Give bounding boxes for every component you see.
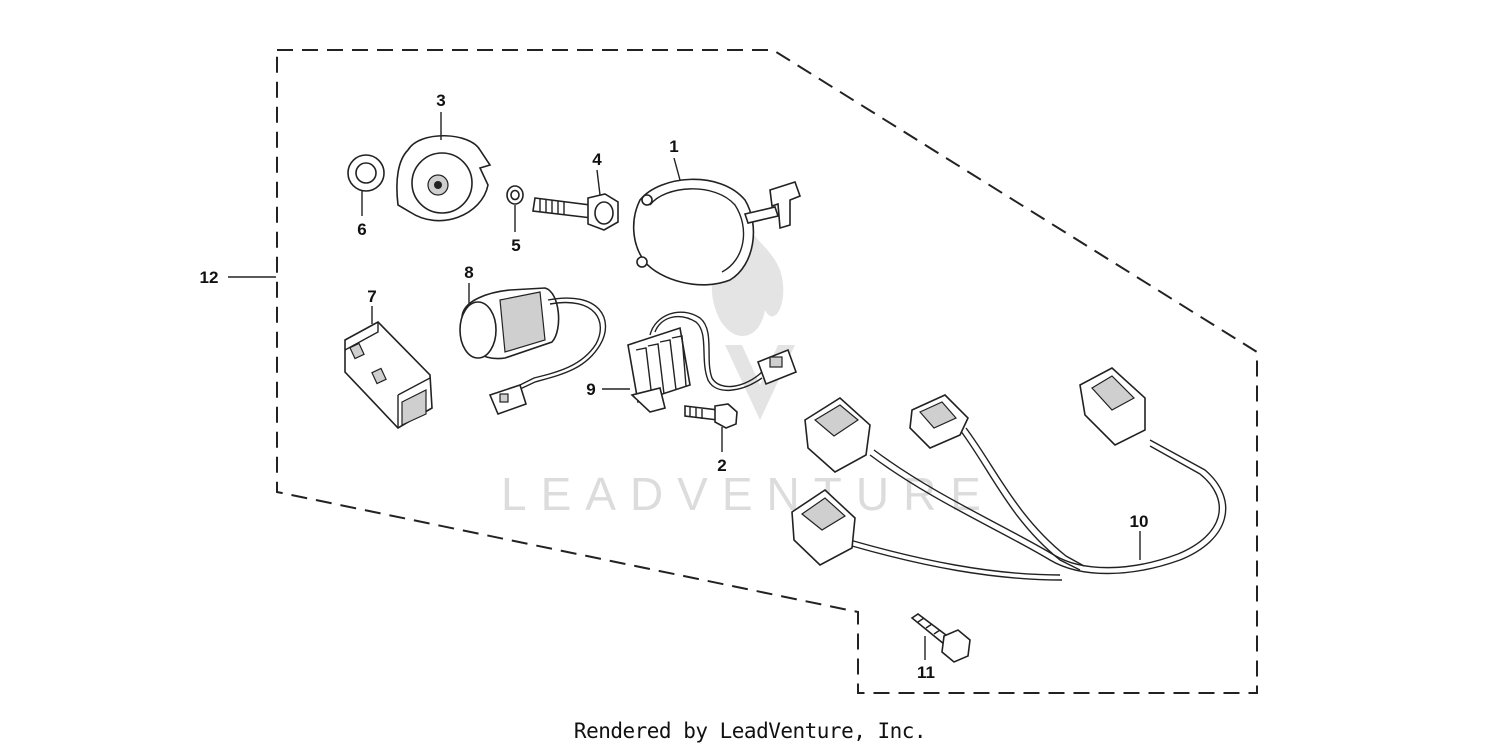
callout-2: 2 xyxy=(717,456,726,475)
watermark-text: LEADVENTURE xyxy=(501,468,995,520)
callout-10: 10 xyxy=(1130,512,1149,531)
callout-6: 6 xyxy=(357,220,366,239)
callout-4: 4 xyxy=(592,150,602,169)
part-6-seal xyxy=(347,154,385,192)
leader-lines xyxy=(228,112,1141,660)
callout-5: 5 xyxy=(511,236,520,255)
callout-9: 9 xyxy=(586,380,595,399)
callout-12: 12 xyxy=(200,268,219,287)
callout-11: 11 xyxy=(917,663,935,682)
part-8-coil xyxy=(459,287,607,416)
callout-1: 1 xyxy=(669,137,678,156)
footer-credit: Rendered by LeadVenture, Inc. xyxy=(573,719,927,743)
kit-boundary-dashed xyxy=(276,49,1258,694)
callout-labels: 1 2 3 4 5 6 7 8 9 10 11 12 xyxy=(200,91,1149,682)
part-7-module xyxy=(344,321,433,430)
part-4-bolt xyxy=(532,193,619,231)
part-1-recoil-starter xyxy=(632,178,802,286)
part-2-bolt xyxy=(684,403,738,429)
callout-3: 3 xyxy=(436,91,445,110)
part-9-regulator xyxy=(627,311,798,413)
callout-8: 8 xyxy=(464,263,473,282)
callout-7: 7 xyxy=(367,287,376,306)
part-5-washer xyxy=(506,185,524,205)
part-10-harness xyxy=(791,367,1227,581)
part-11-bolt xyxy=(910,613,971,663)
part-3-pulley xyxy=(396,134,492,222)
